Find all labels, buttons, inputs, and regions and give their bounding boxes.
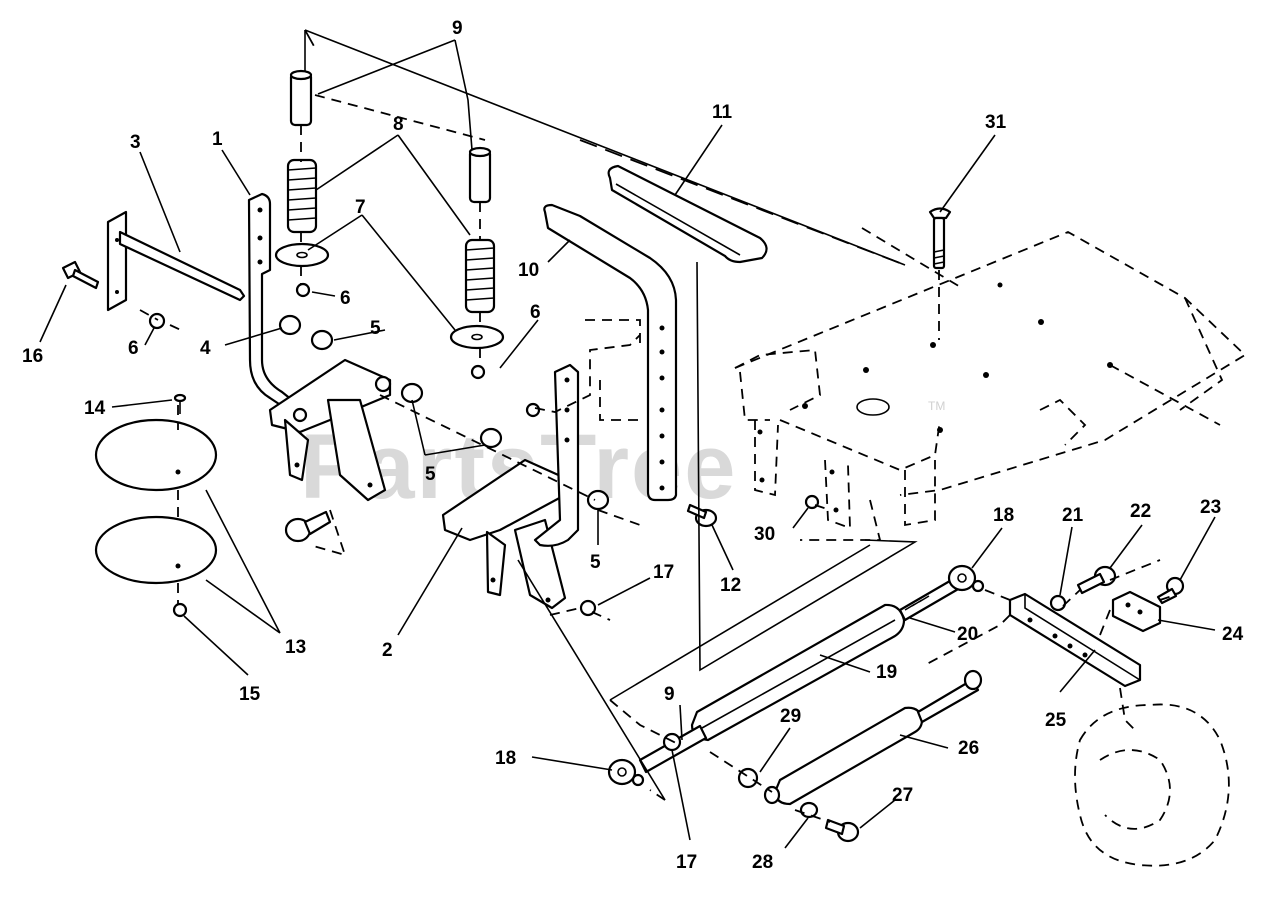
lower-bolt-left <box>284 510 332 543</box>
part-17-nut-upper <box>579 599 597 617</box>
part-13-disc-lower <box>94 515 218 585</box>
callout-5-mid: 5 <box>425 464 436 485</box>
part-24-plate <box>1111 590 1162 633</box>
callout-16: 16 <box>22 346 43 367</box>
callout-24: 24 <box>1222 624 1244 645</box>
callout-3: 3 <box>130 132 141 153</box>
callout-18-upper: 18 <box>993 505 1014 526</box>
part-28-washer <box>799 801 819 819</box>
part-5-bushing-top <box>310 329 334 351</box>
callout-19: 19 <box>876 662 897 683</box>
part-6-nut-top <box>295 282 311 298</box>
part-5-bushing-mid <box>400 382 424 404</box>
part-3-pivot-rod <box>106 210 246 312</box>
part-16-bolt <box>61 260 100 290</box>
part-21-nut <box>1049 594 1067 612</box>
callout-20: 20 <box>957 624 978 645</box>
callout-10: 10 <box>518 260 539 281</box>
part-12-bolt <box>686 503 718 528</box>
part-4-bushing <box>278 314 302 336</box>
part-31-carriage-bolt <box>928 207 952 270</box>
part-11-pedal-pad <box>607 164 768 264</box>
callout-5-top: 5 <box>370 318 381 339</box>
part-6-nut-bracket <box>525 402 541 418</box>
callout-6-right: 6 <box>530 302 541 323</box>
callout-4: 4 <box>200 338 211 359</box>
assembly-lines <box>139 29 1221 823</box>
part-18-rod-end-lower <box>607 758 645 787</box>
part-9-sleeve-right <box>468 146 492 204</box>
callout-15: 15 <box>239 684 261 705</box>
callout-6-left: 6 <box>128 338 139 359</box>
callout-26: 26 <box>958 738 979 759</box>
part-15-nut <box>172 602 188 618</box>
callout-28: 28 <box>752 852 773 873</box>
callout-18-lower: 18 <box>495 748 516 769</box>
part-9-sleeve-left <box>289 69 313 127</box>
callout-11: 11 <box>712 102 733 123</box>
callout-21: 21 <box>1062 505 1084 526</box>
callout-13: 13 <box>285 637 306 658</box>
callout-17-lower: 17 <box>676 852 697 873</box>
callout-8: 8 <box>393 114 404 135</box>
callout-31: 31 <box>985 112 1007 133</box>
part-13-disc-upper <box>94 418 218 492</box>
watermark-trademark: TM <box>928 399 945 413</box>
part-8-spring-left <box>286 158 318 234</box>
callout-leaders <box>39 39 1216 849</box>
part-5-bushing-lower <box>586 489 610 511</box>
part-14-screw <box>173 393 187 414</box>
callout-1: 1 <box>212 129 223 150</box>
part-27-bolt <box>824 818 860 843</box>
part-6-nut-right <box>470 364 486 380</box>
callout-27: 27 <box>892 785 913 806</box>
part-1-lever-arm <box>247 192 294 408</box>
part-10-pedal-arm <box>543 203 678 502</box>
part-6-nut-left <box>148 312 166 330</box>
part-25-bar <box>1008 592 1142 688</box>
callout-22: 22 <box>1130 501 1151 522</box>
callout-25: 25 <box>1045 710 1067 731</box>
callout-5-lower: 5 <box>590 552 601 573</box>
part-22-bolt <box>1076 565 1117 595</box>
callout-23: 23 <box>1200 497 1221 518</box>
part-26-gas-spring <box>763 669 983 806</box>
part-7-washer-right <box>449 324 505 350</box>
part-8-spring-right <box>464 238 496 314</box>
callout-2: 2 <box>382 640 393 661</box>
part-7-washer-left <box>274 242 330 268</box>
callout-labels: 9 8 11 31 3 1 7 10 6 6 6 16 4 5 5 5 14 3… <box>22 18 1244 873</box>
callout-9-top: 9 <box>452 18 463 39</box>
wheel-outline <box>1074 703 1230 867</box>
callout-17-upper: 17 <box>653 562 674 583</box>
part-5-bushing-center <box>479 427 503 449</box>
callout-7: 7 <box>355 197 366 218</box>
callout-9-lower: 9 <box>664 684 675 705</box>
part-2-bracket <box>441 363 580 610</box>
part-18-rod-end-upper <box>947 564 985 593</box>
callout-29: 29 <box>780 706 801 727</box>
callout-30: 30 <box>754 524 775 545</box>
callout-14: 14 <box>84 398 106 419</box>
callout-12: 12 <box>720 575 741 596</box>
upper-pivot-bracket <box>268 358 392 502</box>
frame-chassis <box>734 231 1247 541</box>
callout-6-top: 6 <box>340 288 351 309</box>
